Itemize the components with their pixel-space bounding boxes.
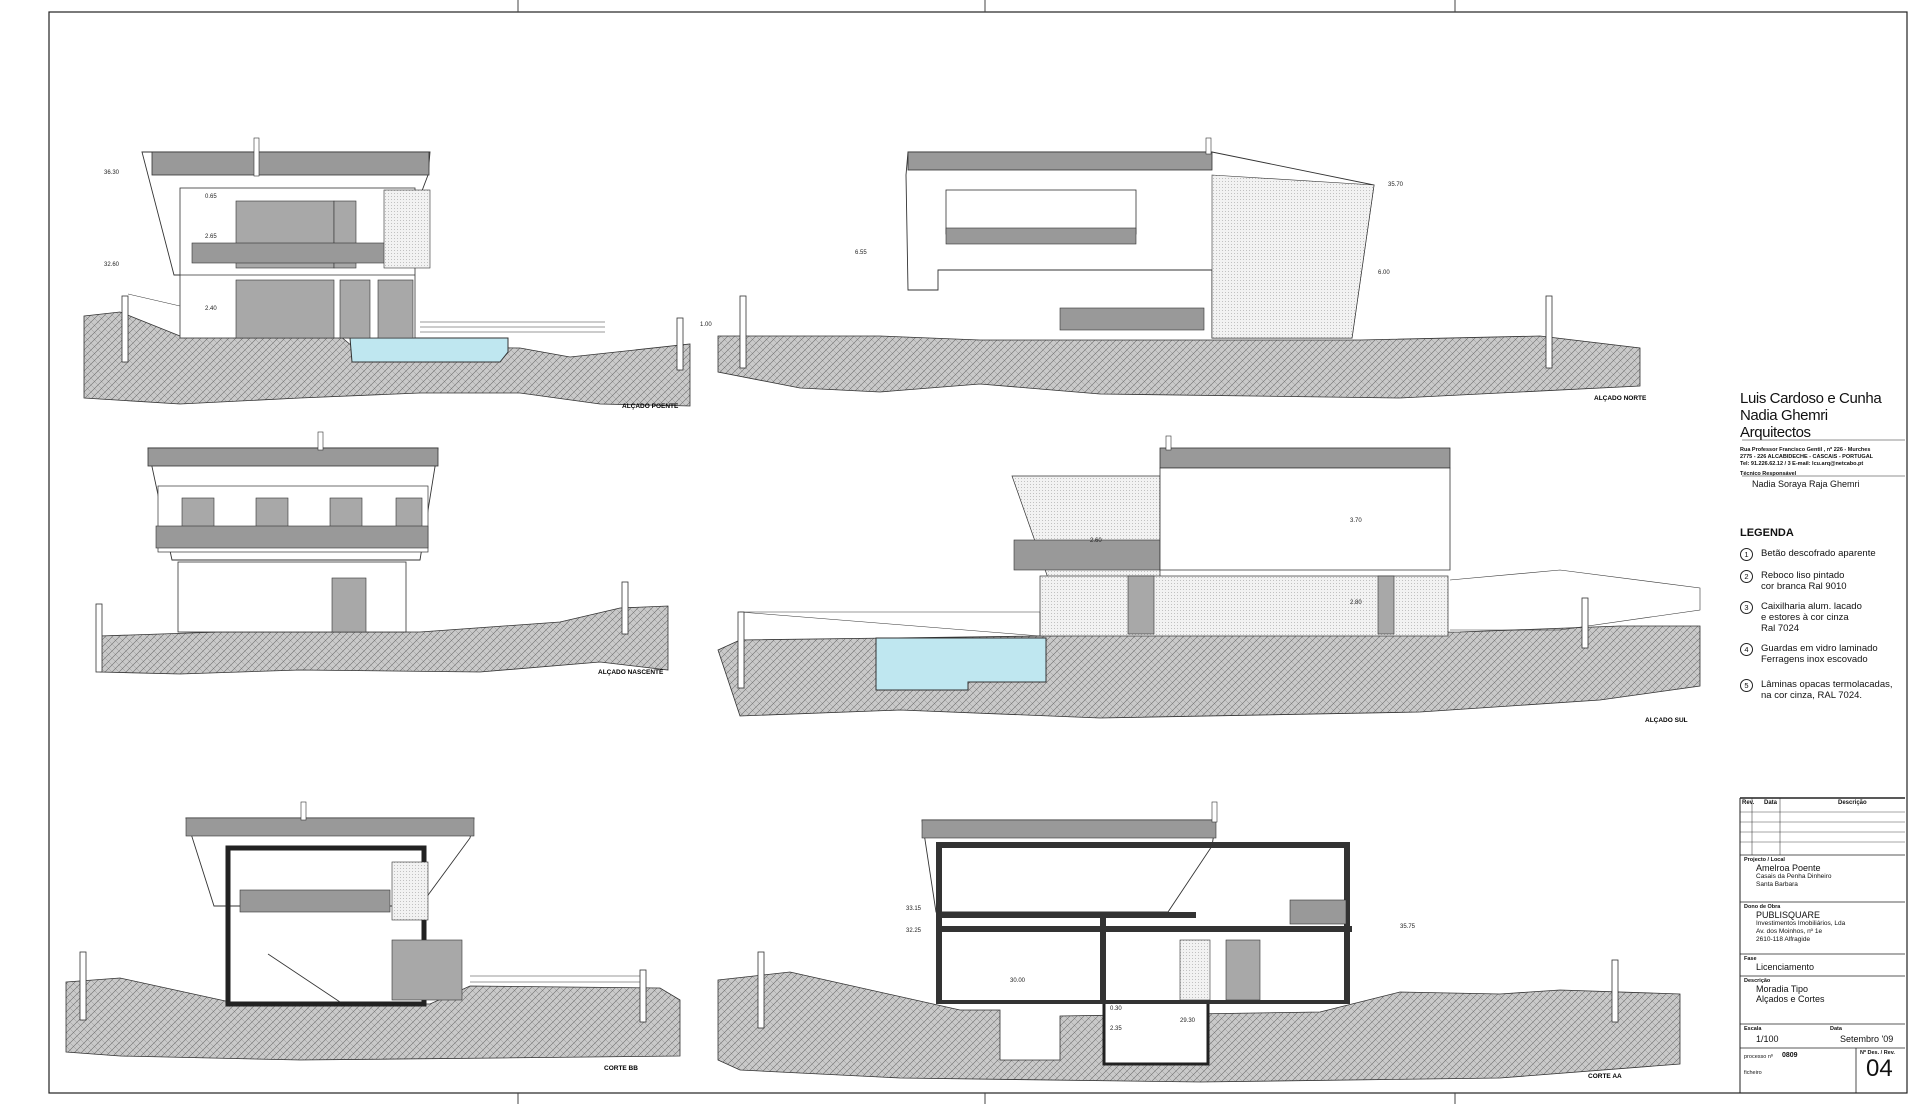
dim-label: 0.30 bbox=[1110, 1006, 1122, 1012]
legend-item: 3 Caixilharia alum. lacado e estores à c… bbox=[1740, 601, 1910, 634]
description-block: Descrição Moradia Tipo Alçados e Cortes bbox=[1744, 978, 1904, 1004]
date-label: Data bbox=[1830, 1026, 1842, 1032]
legend-list: 1 Betão descofrado aparente 2 Reboco lis… bbox=[1740, 548, 1910, 701]
project-label: Projecto / Local bbox=[1744, 857, 1785, 863]
drawing-number-label: Nº Des. / Rev. bbox=[1860, 1050, 1895, 1056]
legend-text: Guardas em vidro laminado Ferragens inox… bbox=[1761, 643, 1878, 665]
level-label: 29.30 bbox=[1180, 1018, 1196, 1024]
title-corte-bb: CORTE BB bbox=[604, 1065, 638, 1072]
firm-address-2: 2775 - 226 ALCABIDECHE - CASCAIS - PORTU… bbox=[1740, 454, 1874, 460]
title-alcado-nascente: ALÇADO NASCENTE bbox=[598, 669, 664, 676]
level-label: 33.15 bbox=[906, 906, 922, 912]
drawing-number-value: 04 bbox=[1866, 1055, 1893, 1082]
dim-label: 0.65 bbox=[205, 194, 217, 200]
legend-number: 2 bbox=[1740, 570, 1753, 583]
date-value: Setembro '09 bbox=[1840, 1034, 1894, 1044]
legend-text: Reboco liso pintado cor branca Ral 9010 bbox=[1761, 570, 1847, 592]
legend-number: 1 bbox=[1740, 548, 1753, 561]
scale-value: 1/100 bbox=[1756, 1034, 1779, 1044]
legend-number: 3 bbox=[1740, 601, 1753, 614]
desc-col: Descrição bbox=[1838, 800, 1867, 806]
dim-label: 2.65 bbox=[205, 234, 217, 240]
scale-label: Escala bbox=[1744, 1026, 1762, 1032]
project-block: Projecto / Local Amelroa Poente Casais d… bbox=[1744, 857, 1904, 889]
description-value-2: Alçados e Cortes bbox=[1756, 994, 1825, 1004]
project-sub-2: Santa Barbara bbox=[1756, 881, 1798, 888]
title-block-frame bbox=[1739, 439, 1905, 1093]
legend-item: 1 Betão descofrado aparente bbox=[1740, 548, 1910, 561]
legend-text: Caixilharia alum. lacado e estores à cor… bbox=[1761, 601, 1862, 634]
legend-text: Lâminas opacas termolacadas, na cor cinz… bbox=[1761, 679, 1893, 701]
description-label: Descrição bbox=[1744, 978, 1771, 984]
section-bb: CORTE BB bbox=[65, 801, 681, 1072]
legend-text: Betão descofrado aparente bbox=[1761, 548, 1876, 559]
legend-item: 2 Reboco liso pintado cor branca Ral 901… bbox=[1740, 570, 1910, 592]
owner-sub-1: Investimentos Imobiliários, Lda bbox=[1756, 920, 1846, 927]
scale-date-block: Escala 1/100 Data Setembro '09 bbox=[1744, 1026, 1904, 1048]
rev-col: Rev. bbox=[1742, 800, 1755, 806]
process-label: processo nº bbox=[1744, 1054, 1773, 1060]
phase-label: Fase bbox=[1744, 956, 1757, 962]
level-label: 35.75 bbox=[1400, 924, 1416, 930]
elevation-nascente: ALÇADO NASCENTE bbox=[95, 431, 669, 676]
firm-type: Arquitectos bbox=[1740, 424, 1811, 441]
dim-label: 1.00 bbox=[700, 322, 712, 328]
date-col: Data bbox=[1764, 800, 1778, 806]
process-block: processo nº 0809 ficheiro bbox=[1744, 1050, 1854, 1090]
dim-label: 2.60 bbox=[1090, 538, 1102, 544]
elevation-sul: ALÇADO SUL bbox=[717, 435, 1701, 724]
title-block: Luis Cardoso e Cunha Nadia Ghemri Arquit… bbox=[1740, 390, 1910, 701]
title-alcado-norte: ALÇADO NORTE bbox=[1594, 395, 1647, 402]
legend-number: 5 bbox=[1740, 679, 1753, 692]
level-label: 32.60 bbox=[104, 262, 120, 268]
dim-label: 2.80 bbox=[1350, 600, 1362, 606]
level-label: 30.00 bbox=[1010, 978, 1026, 984]
technician-name: Nadia Soraya Raja Ghemri bbox=[1752, 479, 1860, 489]
phase-block: Fase Licenciamento bbox=[1744, 956, 1904, 972]
description-value-1: Moradia Tipo bbox=[1756, 984, 1809, 994]
drawing-number-block: Nº Des. / Rev. 04 bbox=[1858, 1050, 1906, 1092]
legend-item: 5 Lâminas opacas termolacadas, na cor ci… bbox=[1740, 679, 1910, 701]
section-aa: CORTE AA bbox=[717, 801, 1681, 1083]
firm-address-1: Rua Professor Francisco Gentil , nº 226 … bbox=[1740, 447, 1871, 453]
dim-label: 2.35 bbox=[1110, 1026, 1122, 1032]
architect-name-2: Nadia Ghemri bbox=[1740, 407, 1828, 424]
level-label: 36.30 bbox=[104, 170, 120, 176]
dim-label: 3.70 bbox=[1350, 518, 1362, 524]
annotations: 36.30 32.60 0.65 2.65 2.40 6.55 6.00 35.… bbox=[104, 170, 1416, 1032]
project-value: Amelroa Poente bbox=[1756, 863, 1821, 873]
legend-item: 4 Guardas em vidro laminado Ferragens in… bbox=[1740, 643, 1910, 665]
legend-title: LEGENDA bbox=[1740, 527, 1794, 539]
owner-sub-2: Av. dos Moinhos, nº 1e bbox=[1756, 928, 1823, 935]
dim-label: 2.40 bbox=[205, 306, 217, 312]
owner-label: Dono de Obra bbox=[1744, 904, 1781, 910]
legend-number: 4 bbox=[1740, 643, 1753, 656]
title-corte-aa: CORTE AA bbox=[1588, 1073, 1622, 1080]
elevation-poente: ALÇADO POENTE bbox=[83, 137, 691, 410]
owner-value: PUBLISQUARE bbox=[1756, 910, 1821, 920]
sheet-border bbox=[48, 11, 1908, 1094]
firm-address-3: Tel: 91.226.62.12 / 3 E-mail: lcu.arq@ne… bbox=[1740, 461, 1864, 467]
dim-label: 6.00 bbox=[1378, 270, 1390, 276]
firm-names: Luis Cardoso e Cunha Nadia Ghemri Arquit… bbox=[1740, 390, 1910, 441]
dim-label: 6.55 bbox=[855, 250, 867, 256]
owner-sub-3: 2610-118 Alfragide bbox=[1756, 936, 1811, 943]
process-value: 0809 bbox=[1782, 1052, 1798, 1059]
title-alcado-poente: ALÇADO POENTE bbox=[622, 403, 679, 410]
fold-marks bbox=[517, 0, 1456, 1104]
elevation-norte: ALÇADO NORTE bbox=[717, 137, 1647, 402]
technician-label: Técnico Responsável bbox=[1740, 471, 1797, 477]
architect-name-1: Luis Cardoso e Cunha bbox=[1740, 390, 1882, 407]
level-label: 35.70 bbox=[1388, 182, 1404, 188]
project-sub-1: Casais da Penha Dinheiro bbox=[1756, 873, 1832, 880]
title-alcado-sul: ALÇADO SUL bbox=[1645, 717, 1688, 724]
level-label: 32.25 bbox=[906, 928, 922, 934]
file-label: ficheiro bbox=[1744, 1070, 1762, 1076]
owner-block: Dono de Obra PUBLISQUARE Investimentos I… bbox=[1744, 904, 1904, 944]
phase-value: Licenciamento bbox=[1756, 962, 1815, 972]
